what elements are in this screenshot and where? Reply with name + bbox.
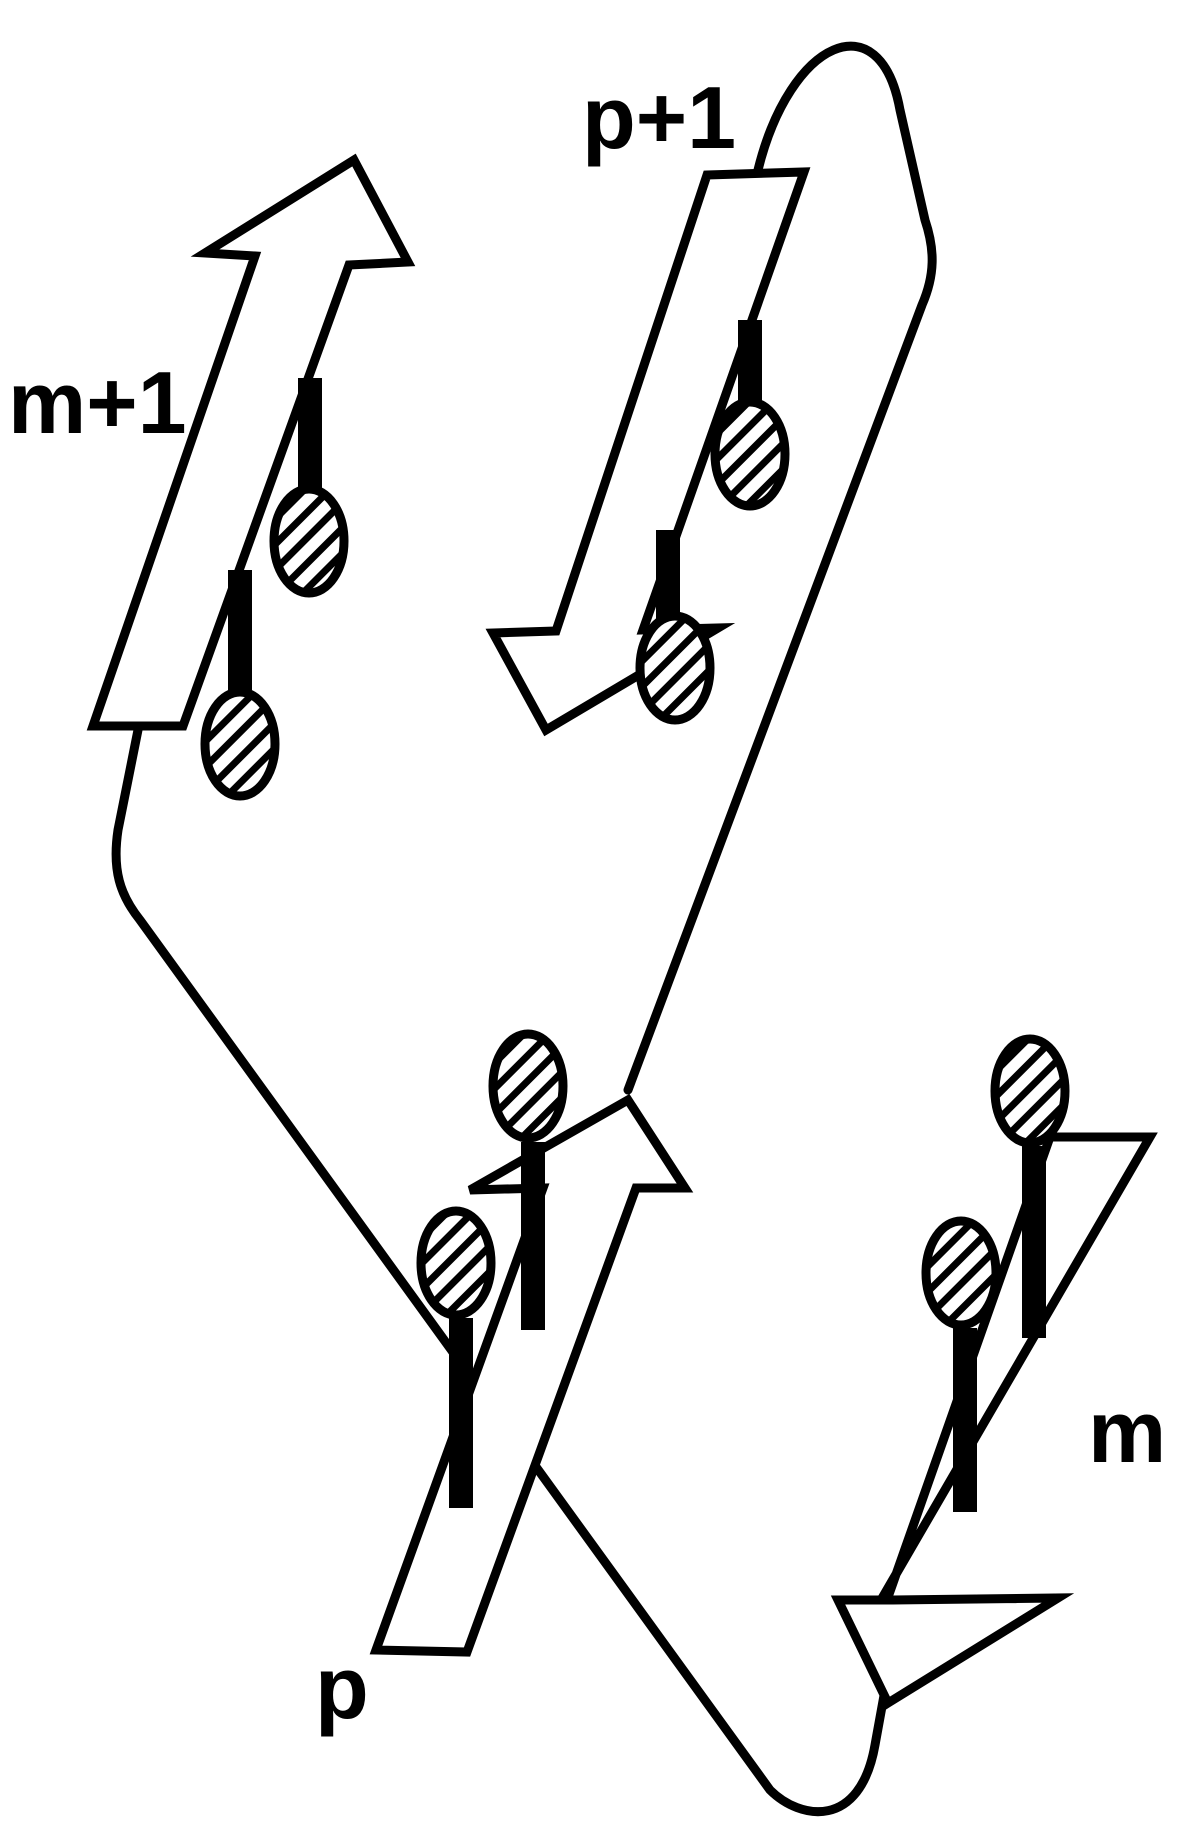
side-chain-bead	[635, 611, 715, 725]
side-chain-bead	[200, 687, 280, 801]
label-m: m	[1088, 1382, 1166, 1481]
side-chain-bead	[269, 484, 349, 598]
label-m-plus-1: m+1	[8, 353, 187, 452]
label-p: p	[315, 1638, 369, 1737]
side-chain-bead	[710, 397, 790, 511]
backbone-loop-left	[111, 715, 890, 1817]
strand-arrow-m-plus-1	[86, 153, 416, 731]
strand-arrow-p-plus-1	[485, 167, 811, 737]
side-chain-bead	[990, 1034, 1070, 1148]
label-p-plus-1: p+1	[582, 68, 736, 167]
side-chain-bead	[416, 1206, 496, 1320]
side-chain-bead	[921, 1216, 1001, 1330]
side-chain-bead	[488, 1029, 568, 1143]
